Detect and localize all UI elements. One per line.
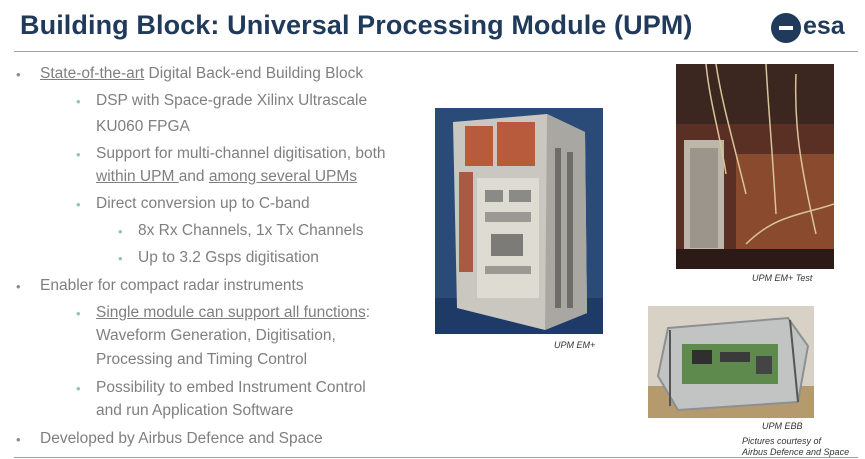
esa-logo-mark-icon: [771, 13, 801, 43]
text-segment: Developed by Airbus Defence and Space: [40, 430, 323, 447]
text-segment: Enabler for compact radar instruments: [40, 277, 304, 294]
bullet-text: KU060 FPGA: [96, 118, 190, 136]
bullet-text: 8x Rx Channels, 1x Tx Channels: [138, 222, 363, 240]
text-segment: Processing and Timing Control: [96, 351, 308, 368]
upm-em-plus-photo: [435, 108, 603, 334]
text-segment: DSP with Space-grade Xilinx Ultrascale: [96, 92, 368, 109]
caption-em-plus: UPM EM+: [554, 340, 596, 350]
bullet-marker-icon: •: [76, 381, 81, 396]
bullet-text: DSP with Space-grade Xilinx Ultrascale: [96, 92, 367, 110]
bullet-marker-icon: •: [76, 94, 81, 109]
courtesy-line-2: Airbus Defence and Space: [742, 447, 850, 457]
bullet-marker-icon: •: [76, 306, 81, 321]
bullet-marker-icon: •: [76, 197, 81, 212]
bullet-text: Direct conversion up to C-band: [96, 195, 310, 213]
bullet-marker-icon: •: [118, 251, 123, 266]
bullet-text: Processing and Timing Control: [96, 351, 307, 369]
bullet-marker-icon: •: [16, 279, 21, 294]
bullet-marker-icon: •: [118, 224, 123, 239]
esa-logo: esa: [771, 11, 857, 45]
text-segment: :: [365, 304, 371, 321]
bullet-text: Waveform Generation, Digitisation,: [96, 327, 336, 345]
text-segment: Support for multi-channel digitisation, …: [96, 145, 386, 162]
text-segment: Waveform Generation, Digitisation,: [96, 327, 336, 344]
bullet-text: Support for multi-channel digitisation, …: [96, 145, 386, 163]
text-segment: 8x Rx Channels, 1x Tx Channels: [138, 222, 364, 239]
bullet-text: Up to 3.2 Gsps digitisation: [138, 249, 319, 267]
underlined-text: within UPM: [96, 168, 179, 185]
underlined-text: among several UPMs: [208, 168, 358, 185]
underlined-text: Single module can support all functions: [96, 304, 366, 321]
underlined-text: State-of-the-art: [40, 65, 145, 82]
text-segment: and: [178, 168, 209, 185]
bullet-marker-icon: •: [76, 147, 81, 162]
bullet-text: within UPM and among several UPMs: [96, 168, 357, 186]
bullet-text: Enabler for compact radar instruments: [40, 277, 304, 295]
bullet-marker-icon: •: [16, 432, 21, 447]
upm-ebb-photo: [648, 306, 814, 418]
text-segment: KU060 FPGA: [96, 118, 190, 135]
bullet-text: Developed by Airbus Defence and Space: [40, 430, 323, 448]
text-segment: and run Application Software: [96, 402, 294, 419]
upm-em-plus-test-photo: [676, 64, 834, 269]
esa-logo-word: esa: [803, 12, 845, 40]
bullet-text: Possibility to embed Instrument Control: [96, 379, 366, 397]
bullet-marker-icon: •: [16, 67, 21, 82]
slide-title: Building Block: Universal Processing Mod…: [20, 10, 693, 40]
caption-em-plus-test: UPM EM+ Test: [752, 273, 813, 283]
bullet-text: State-of-the-art Digital Back-end Buildi…: [40, 65, 363, 83]
text-segment: Up to 3.2 Gsps digitisation: [138, 249, 319, 266]
bullet-text: Single module can support all functions:: [96, 304, 370, 322]
title-divider: [14, 51, 858, 52]
bullet-text: and run Application Software: [96, 402, 293, 420]
text-segment: Possibility to embed Instrument Control: [96, 379, 366, 396]
footer-divider: [14, 457, 858, 458]
courtesy-line-1: Pictures courtesy of: [742, 436, 822, 446]
text-segment: Digital Back-end Building Block: [144, 65, 364, 82]
text-segment: Direct conversion up to C-band: [96, 195, 310, 212]
caption-ebb: UPM EBB: [762, 421, 803, 431]
